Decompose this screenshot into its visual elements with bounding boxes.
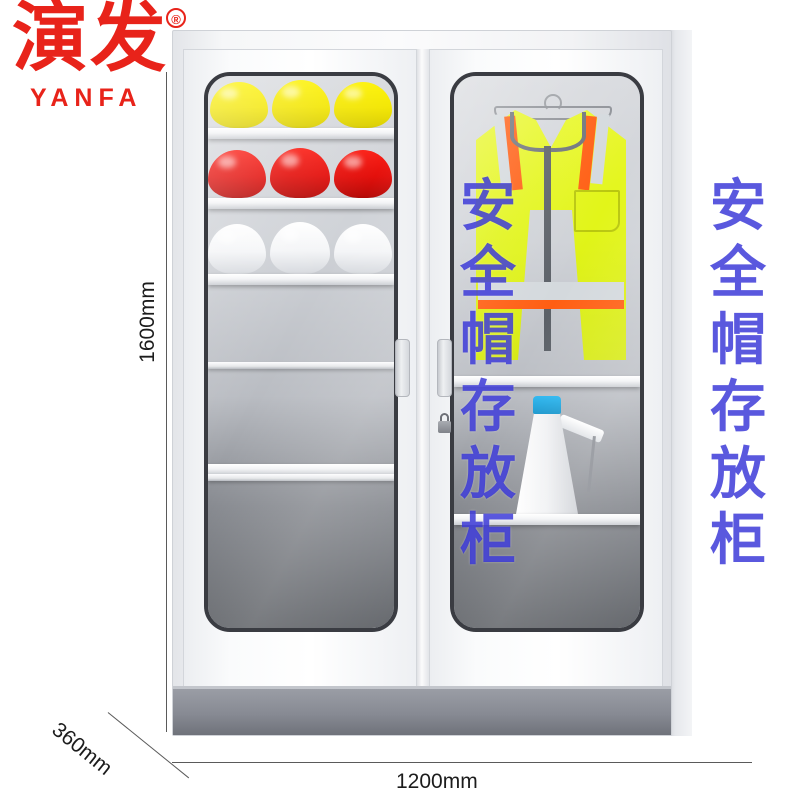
vest-orange-stripe <box>478 300 624 309</box>
interior-left <box>208 76 394 628</box>
cabinet-door-right[interactable] <box>429 49 663 697</box>
helmet-yellow <box>334 82 392 128</box>
hanger-hook-icon <box>544 94 562 112</box>
height-dimension-line <box>166 72 167 732</box>
helmet-white <box>208 224 266 274</box>
depth-dimension-label: 360mm <box>47 718 117 780</box>
width-dimension-line <box>172 762 752 763</box>
lock-body <box>438 421 451 433</box>
cabinet-center-divider <box>417 49 429 697</box>
helmet-white <box>334 224 392 274</box>
shelf <box>208 474 394 481</box>
overlay-char: 安 <box>710 174 766 239</box>
shelf <box>208 362 394 369</box>
brand-name-cn: 演发 <box>12 0 168 82</box>
cabinet-body <box>172 30 672 736</box>
lock-shackle <box>440 413 449 422</box>
helmet-yellow <box>272 80 330 128</box>
safety-vest <box>470 94 632 366</box>
shelf <box>454 514 640 525</box>
interior-right <box>454 76 640 628</box>
door-glass-left <box>204 72 398 632</box>
shelf <box>208 464 394 475</box>
shelf <box>208 198 394 209</box>
overlay-char: 柜 <box>710 508 766 574</box>
overlay-char: 帽 <box>710 307 766 373</box>
helmet-white <box>270 222 330 274</box>
overlay-char: 放 <box>710 441 766 507</box>
vest-pocket <box>574 190 620 232</box>
cabinet-base-plinth <box>173 689 671 735</box>
brand-name-en: YANFA <box>30 84 143 112</box>
vest-reflective-stripe <box>478 282 624 302</box>
shelf <box>208 128 394 139</box>
cabinet-door-left[interactable] <box>183 49 417 697</box>
plinth-top-edge <box>173 686 671 689</box>
door-glass-right <box>450 72 644 632</box>
shelf <box>208 274 394 285</box>
brand-logo: 演发 ® YANFA <box>8 0 186 118</box>
door-handle-left[interactable] <box>395 339 410 397</box>
safety-helmet-storage-cabinet: 安 全 帽 存 放 柜 安 全 帽 存 放 柜 <box>172 30 766 736</box>
shelf <box>454 376 640 387</box>
registered-trademark-icon: ® <box>166 8 186 28</box>
megaphone <box>502 396 606 526</box>
helmet-yellow <box>210 82 268 128</box>
hanger-bar <box>494 106 612 120</box>
vest-placket <box>544 146 551 351</box>
megaphone-mouthpiece <box>533 396 561 414</box>
door-overlay-text-right: 安 全 帽 存 放 柜 <box>703 174 773 574</box>
helmet-red <box>334 150 392 198</box>
door-lock-icon[interactable] <box>438 413 451 433</box>
helmet-red <box>208 150 266 198</box>
overlay-char: 全 <box>710 240 766 306</box>
overlay-char: 存 <box>710 374 766 440</box>
height-dimension-label: 1600mm <box>135 281 159 363</box>
megaphone-antenna <box>587 435 596 493</box>
helmet-red <box>270 148 330 198</box>
door-handle-right[interactable] <box>437 339 452 397</box>
width-dimension-label: 1200mm <box>396 770 478 793</box>
